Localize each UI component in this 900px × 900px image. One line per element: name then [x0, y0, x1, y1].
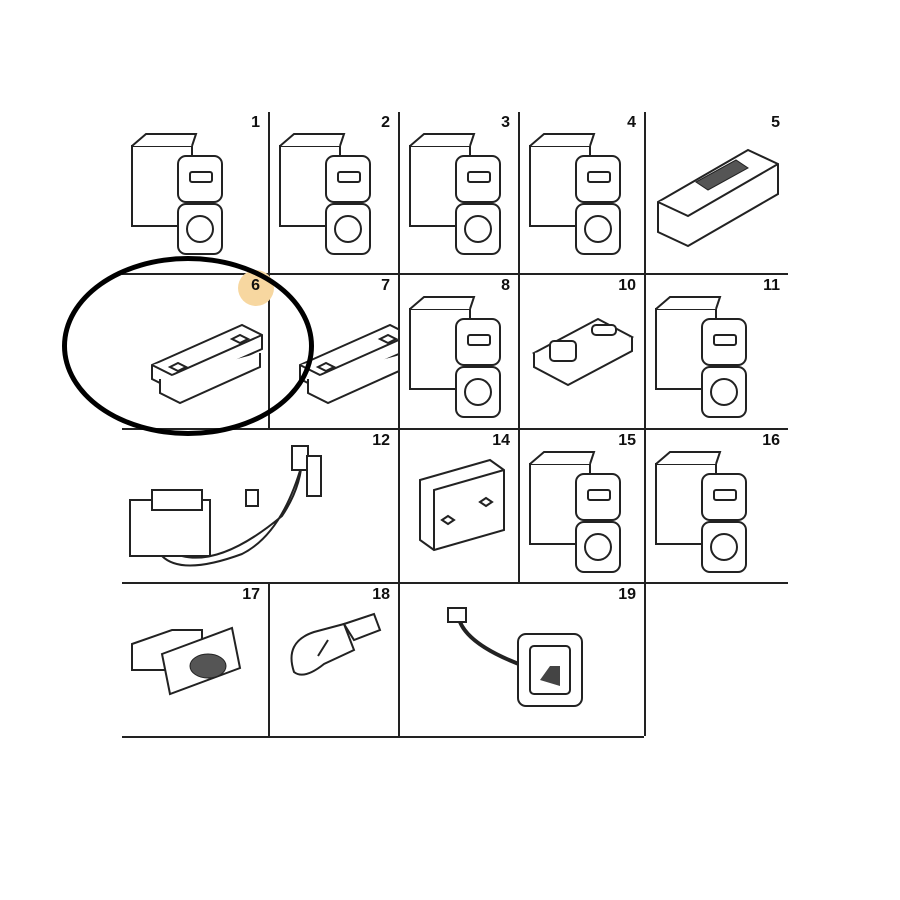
part-number: 4 [627, 114, 636, 131]
part-number: 16 [762, 432, 780, 449]
grid-line [518, 112, 520, 582]
blank-switch-icon [646, 430, 788, 587]
selection-ring [62, 256, 314, 436]
rear-defrost-switch-icon [270, 112, 398, 278]
part-number: 3 [501, 114, 510, 131]
part-cell-17: 17 [122, 584, 268, 736]
fog-light-switch-icon [400, 112, 518, 278]
part-number: 7 [381, 277, 390, 294]
part-cell-14: 14 [400, 430, 518, 582]
part-cell-19: 19 [400, 584, 644, 736]
part-number: 11 [763, 277, 780, 294]
part-cell-18: 18 [270, 584, 398, 736]
bulb-icon [270, 584, 398, 741]
part-number: 1 [251, 114, 260, 131]
fan-switch-icon [400, 275, 518, 433]
grid-line [122, 736, 644, 738]
part-number: 14 [492, 432, 510, 449]
part-cell-1: 1 [122, 112, 268, 273]
part-cell-15: 15 [520, 430, 644, 582]
part-cell-4: 4 [520, 112, 644, 273]
horn-switch-icon [400, 584, 644, 741]
part-number: 17 [242, 586, 260, 603]
grid-line [644, 112, 646, 736]
grid-line [122, 428, 788, 430]
part-number: 12 [372, 432, 390, 449]
part-number: 19 [618, 586, 636, 603]
rocker-switch-icon [646, 112, 788, 278]
part-cell-10: 10 [520, 275, 644, 428]
part-cell-11: 11 [646, 275, 788, 428]
dimmer-wheel-icon [122, 584, 268, 741]
grid-line [398, 112, 400, 736]
part-number: 15 [618, 432, 636, 449]
hazard-switch-icon [122, 112, 268, 278]
part-number: 5 [771, 114, 780, 131]
part-cell-16: 16 [646, 430, 788, 582]
part-cell-8: 8 [400, 275, 518, 428]
seat-heater-switch-icon [646, 275, 788, 433]
part-number: 10 [618, 277, 636, 294]
grid-line [268, 112, 270, 428]
grid-line [122, 273, 788, 275]
mirror-switch-icon [520, 275, 644, 433]
part-cell-12: 12 [122, 430, 398, 582]
part-cell-3: 3 [400, 112, 518, 273]
part-number: 8 [501, 277, 510, 294]
headlight-switch-icon [520, 430, 644, 587]
part-number: 18 [372, 586, 390, 603]
rear-fog-switch-icon [520, 112, 644, 278]
part-cell-2: 2 [270, 112, 398, 273]
wiring-harness-icon [122, 430, 398, 587]
grid-line [122, 582, 788, 584]
part-cell-5: 5 [646, 112, 788, 273]
part-number: 2 [381, 114, 390, 131]
grid-line [268, 582, 270, 736]
switch-cover-icon [400, 430, 518, 587]
